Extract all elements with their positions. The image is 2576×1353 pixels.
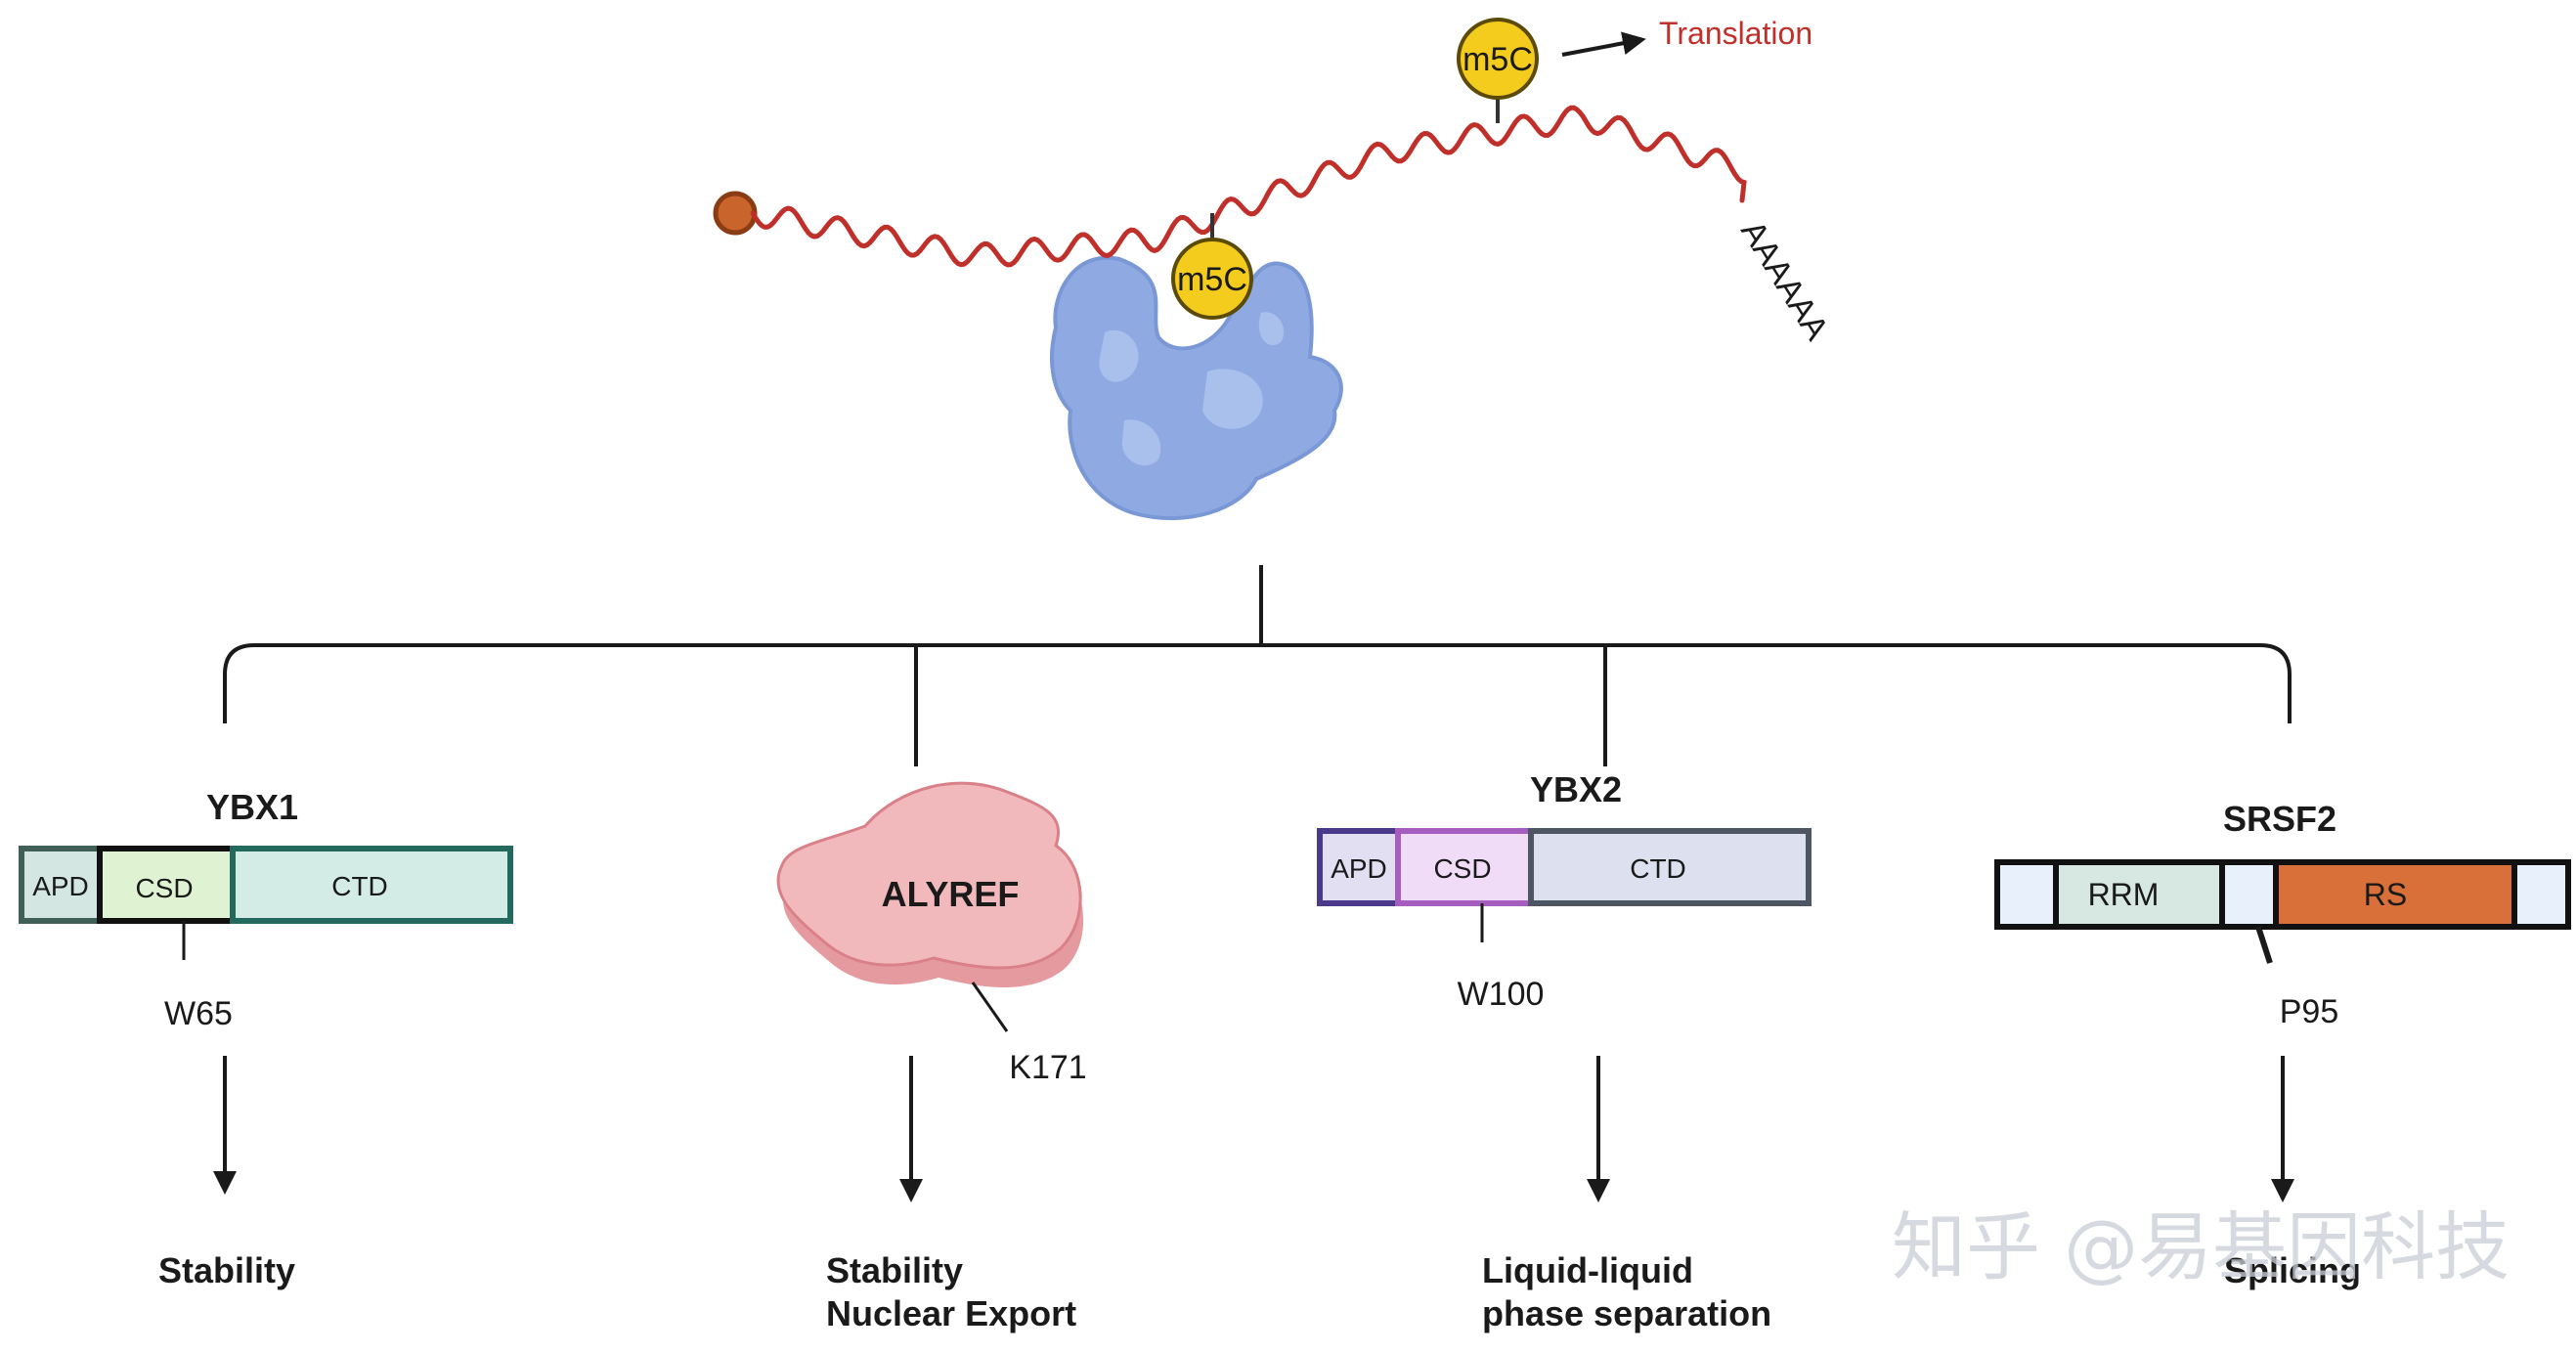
- ybx2-outcome-line1: Liquid-liquid: [1482, 1250, 1693, 1290]
- reader-ybx1: YBX1 APD CSD CTD W65 Stability: [19, 787, 513, 1290]
- ybx1-csd-label: CSD: [135, 873, 193, 903]
- alyref-protein-icon: [776, 781, 1084, 987]
- ybx2-domain-ctd: [1528, 828, 1812, 906]
- alyref-site-tick: [971, 982, 1009, 1032]
- ybx2-name: YBX2: [1530, 769, 1622, 809]
- ybx1-domain-ctd: [230, 846, 513, 924]
- ybx1-ctd-label: CTD: [331, 871, 388, 901]
- translation-label: Translation: [1659, 16, 1812, 51]
- alyref-name: ALYREF: [882, 874, 1020, 914]
- reader-ybx2: YBX2 APD CSD CTD W100 Liquid-liquid phas…: [1317, 769, 1812, 1333]
- ybx1-outcome: Stability: [158, 1250, 295, 1290]
- srsf2-domain-rrm: [2053, 859, 2225, 930]
- tree-bar: [223, 643, 2292, 723]
- reader-alyref: ALYREF K171 Stability Nuclear Export: [776, 781, 1087, 1333]
- m5c-mark-top: m5C: [1457, 18, 1539, 100]
- srsf2-segment-n: [1994, 859, 2059, 930]
- ybx1-domain-bar: APD CSD CTD: [19, 846, 513, 924]
- ybx1-site-label: W65: [164, 995, 233, 1032]
- ybx2-domain-bar: APD CSD CTD: [1317, 828, 1812, 906]
- srsf2-rrm-label: RRM: [2088, 877, 2160, 912]
- ybx1-apd-label: APD: [32, 871, 89, 901]
- reader-tree: [223, 565, 2292, 766]
- m5c-label-top: m5C: [1463, 41, 1533, 78]
- m5c-label-bottom: m5C: [1177, 261, 1247, 298]
- watermark-text: 知乎 @易基因科技: [1892, 1203, 2510, 1290]
- alyref-outcome-line1: Stability: [826, 1250, 963, 1290]
- ybx2-apd-label: APD: [1331, 853, 1387, 884]
- srsf2-site-label: P95: [2280, 993, 2339, 1030]
- ybx1-domain-csd: [97, 846, 236, 924]
- srsf2-domain-rs: [2273, 859, 2517, 930]
- ybx2-site-label: W100: [1458, 976, 1545, 1013]
- ybx2-domain-apd: [1317, 828, 1401, 906]
- mrna-strand: [750, 105, 1747, 268]
- mrna-group: m5C m5C Translation AAAAAA: [713, 16, 1836, 521]
- alyref-site-label: K171: [1009, 1049, 1086, 1086]
- srsf2-rs-label: RS: [2364, 877, 2407, 912]
- srsf2-domain-bar: RRM RS: [1994, 859, 2571, 930]
- m5c-mark-bottom: m5C: [1171, 238, 1253, 320]
- alyref-outcome-line2: Nuclear Export: [826, 1293, 1076, 1333]
- polya-tail-label: AAAAAA: [1733, 214, 1836, 347]
- ybx2-ctd-label: CTD: [1630, 853, 1686, 884]
- ribosome-icon: [1049, 255, 1343, 521]
- ybx1-name: YBX1: [206, 787, 298, 827]
- srsf2-name: SRSF2: [2223, 799, 2336, 839]
- reader-srsf2: SRSF2 RRM RS P95 Splicing: [1994, 799, 2571, 1290]
- ybx2-csd-label: CSD: [1433, 853, 1491, 884]
- srsf2-outcome: Splicing: [2224, 1250, 2361, 1290]
- srsf2-site-tick: [2255, 926, 2273, 964]
- translation-arrow: [1561, 31, 1646, 57]
- srsf2-segment-linker: [2219, 859, 2279, 930]
- ybx1-domain-apd: [19, 846, 103, 924]
- ybx2-outcome-line2: phase separation: [1482, 1293, 1771, 1333]
- ybx2-domain-csd: [1395, 828, 1534, 906]
- five-prime-cap-icon: [713, 191, 758, 236]
- srsf2-segment-c: [2511, 859, 2571, 930]
